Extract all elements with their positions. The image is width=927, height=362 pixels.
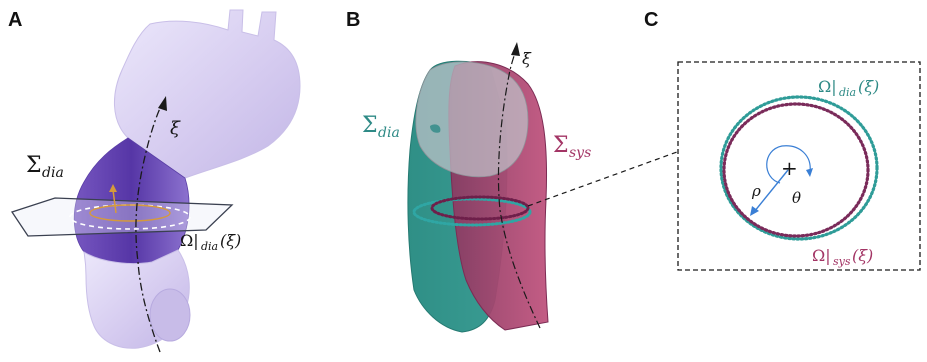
theta-label: θ: [792, 189, 801, 207]
sigma-sys-label-b-base: Σ: [553, 133, 569, 158]
panel-a-letter: A: [8, 9, 22, 31]
panel-a: A ξ Σ dia Ω| dia (ξ): [8, 9, 300, 352]
rho-label: ρ: [751, 182, 761, 200]
xi-label-b: ξ: [522, 49, 532, 68]
omega-sys-label-c-arg: (ξ): [852, 246, 873, 265]
panel-c-letter: C: [644, 9, 658, 31]
sigma-sys-label-b: Σ sys: [553, 133, 591, 161]
omega-sys-label-c-base: Ω|: [812, 246, 831, 265]
top-cap: [416, 62, 528, 177]
panel-c: C + ρ θ Ω| dia (ξ) Ω| sys (ξ): [644, 9, 920, 270]
panel-b-letter: B: [346, 9, 360, 31]
omega-dia-label-c-arg: (ξ): [858, 77, 879, 96]
sigma-dia-label-b-base: Σ: [362, 113, 378, 138]
centerline-arrowhead-b: [511, 42, 520, 56]
zoom-connector-line: [528, 152, 677, 206]
xi-label-a: ξ: [170, 118, 181, 139]
panel-b: B ξ Σ dia Σ sys: [346, 9, 677, 332]
omega-dia-label-a-sub: dia: [201, 240, 218, 253]
sigma-dia-label-a-base: Σ: [26, 153, 42, 178]
vessel-outlet: [150, 289, 190, 341]
sigma-dia-label-a: Σ dia: [26, 153, 64, 181]
sigma-dia-label-a-sub: dia: [42, 165, 64, 181]
omega-dia-label-c-base: Ω|: [818, 77, 837, 96]
sigma-dia-label-b-sub: dia: [378, 125, 400, 141]
sigma-sys-label-b-sub: sys: [569, 145, 591, 161]
omega-dia-label-c-sub: dia: [839, 86, 856, 99]
omega-dia-label-a-base: Ω|: [180, 231, 199, 250]
omega-dia-label-a-arg: (ξ): [220, 231, 241, 250]
cutting-plane: [12, 198, 232, 236]
sigma-dia-label-b: Σ dia: [362, 113, 400, 141]
omega-dia-label-a: Ω| dia (ξ): [180, 231, 241, 253]
omega-sys-label-c-sub: sys: [833, 255, 851, 268]
